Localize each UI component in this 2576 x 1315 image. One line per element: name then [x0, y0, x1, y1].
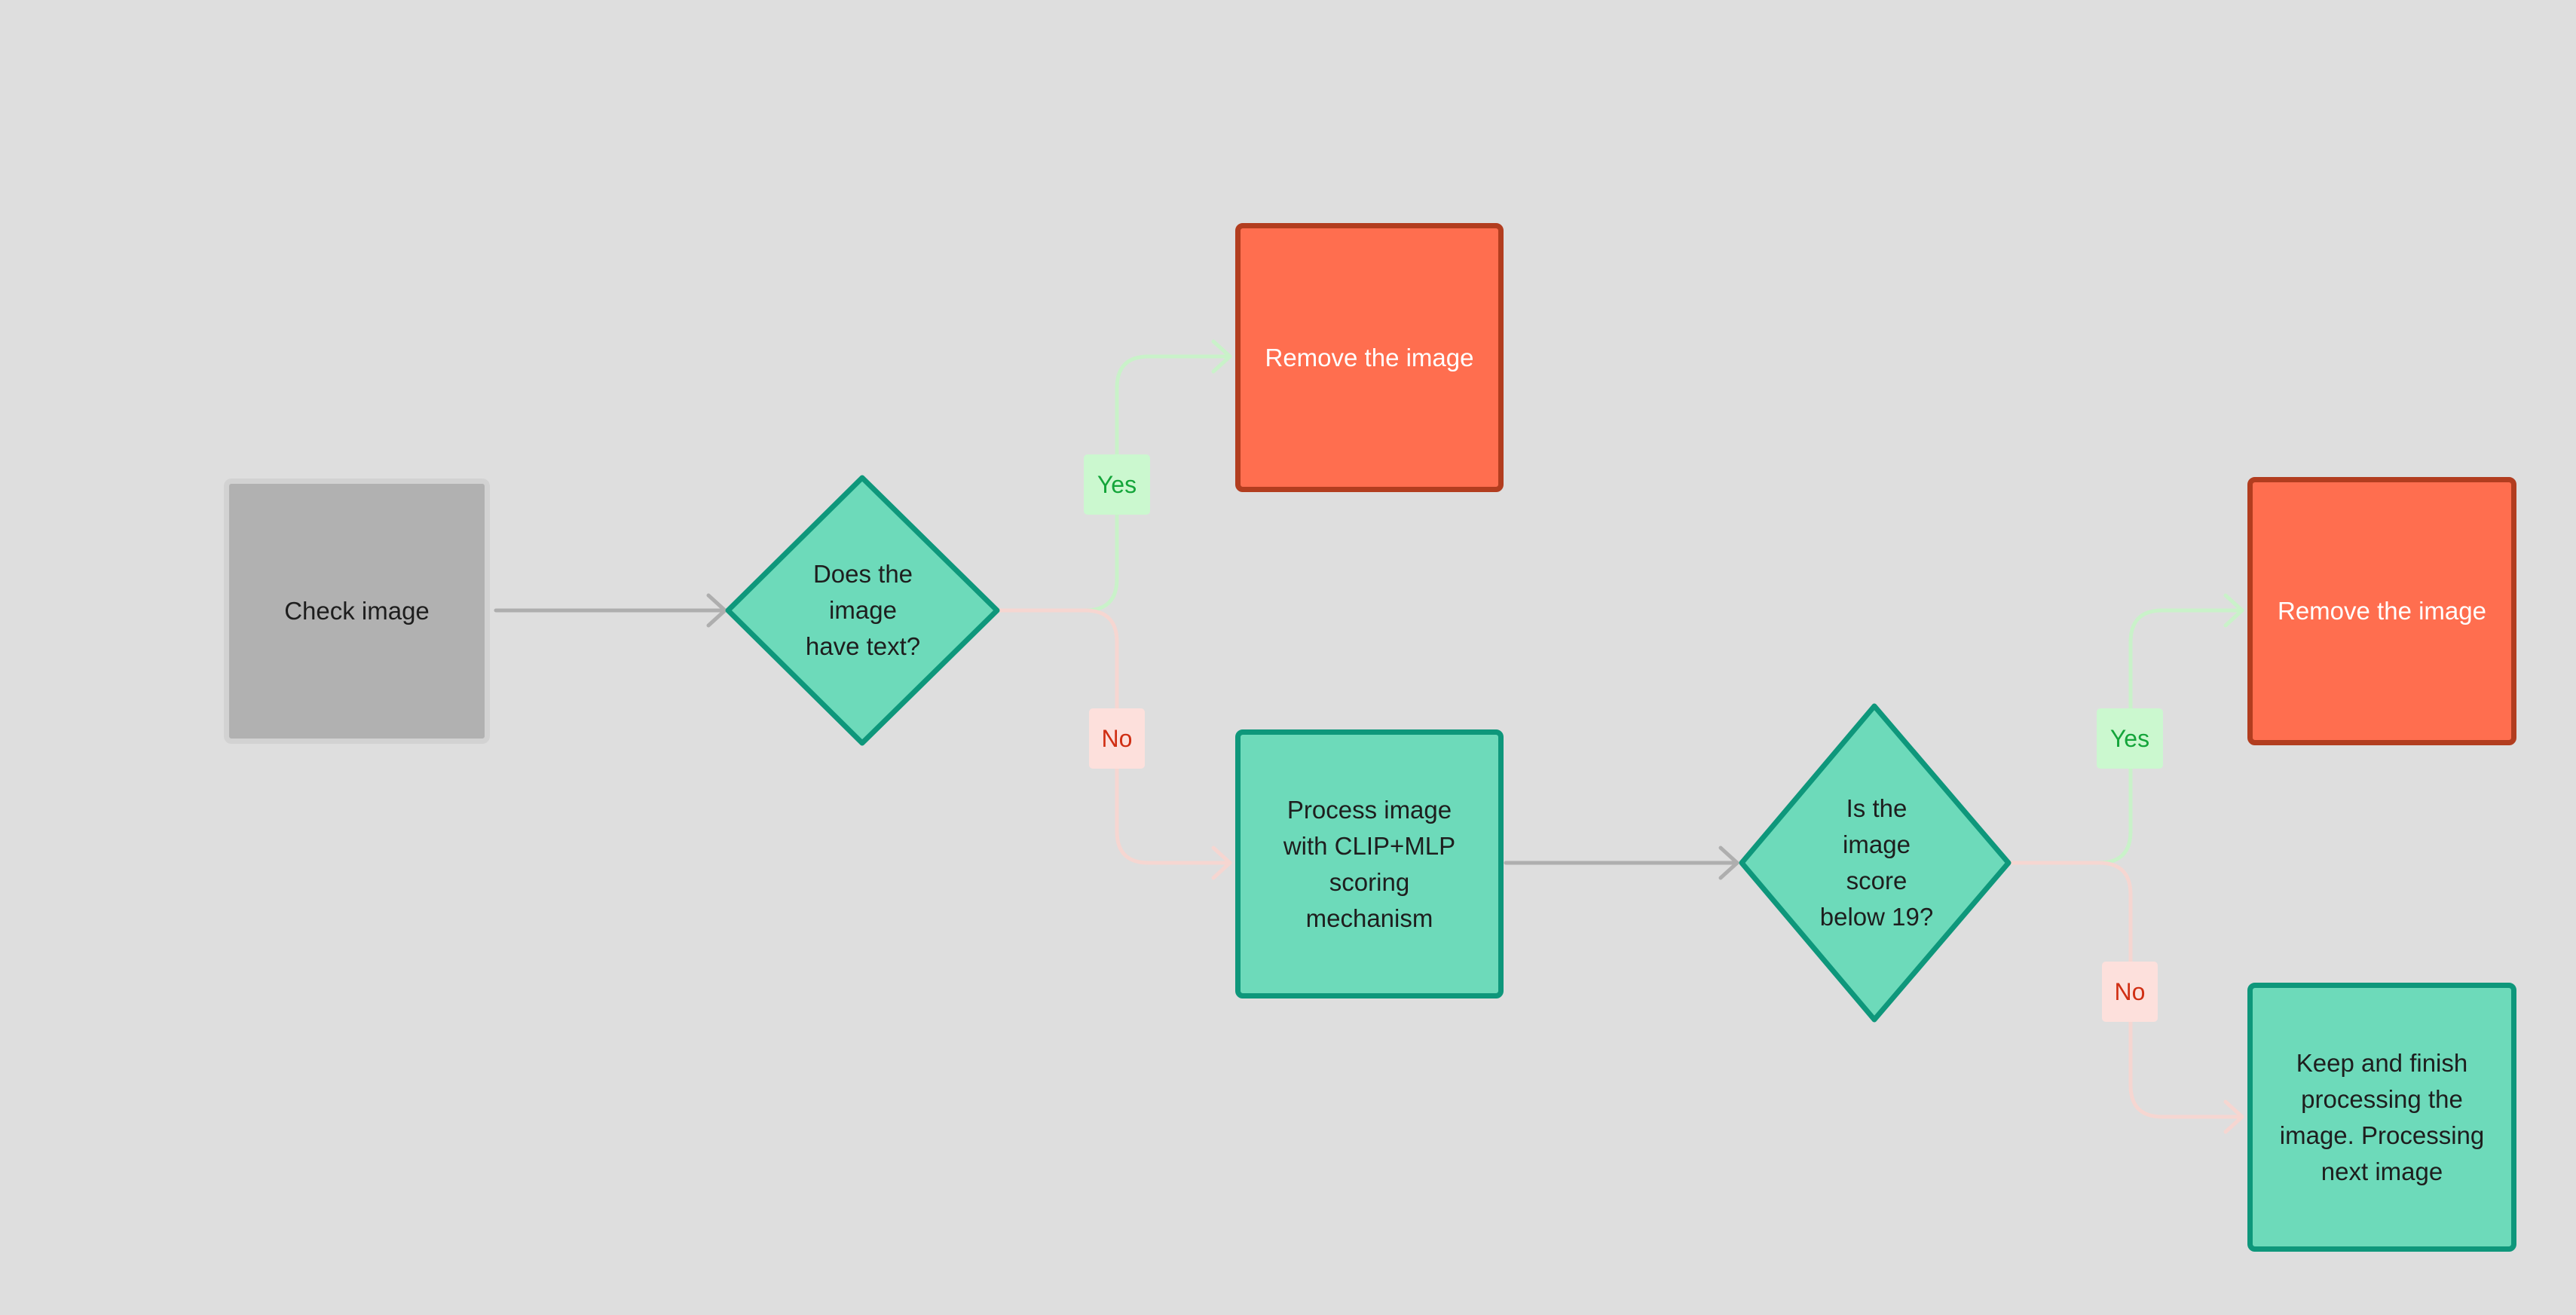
decision-has-text-label: Does the image have text?: [805, 560, 921, 660]
arrowhead-icon: [1211, 339, 1232, 374]
decision-score-shape[interactable]: [1739, 703, 2012, 1023]
node-label: Check image: [284, 597, 430, 625]
arrowhead-icon: [2223, 593, 2244, 628]
edge-label-yes: Yes: [2097, 708, 2163, 769]
node-label: Remove the image: [1265, 343, 1474, 372]
decision-has-text-shape[interactable]: [725, 475, 1000, 746]
edge-label-yes: Yes: [1084, 454, 1150, 515]
node-remove-image-2[interactable]: Remove the image: [2247, 477, 2516, 745]
node-keep-finish[interactable]: Keep and finish processing the image. Pr…: [2247, 983, 2516, 1252]
node-label: Process image with CLIP+MLP scoring mech…: [1283, 795, 1456, 932]
arrowhead-icon: [1718, 846, 1739, 880]
edge-label-no: No: [2102, 962, 2158, 1022]
decision-score-label: Is the image score below 19?: [1819, 794, 1934, 931]
arrowhead-icon: [1211, 846, 1232, 880]
node-label: Keep and finish processing the image. Pr…: [2279, 1048, 2485, 1185]
arrowhead-icon: [2223, 1099, 2244, 1134]
node-check-image[interactable]: Check image: [224, 479, 490, 744]
arrowhead-icon: [706, 593, 727, 628]
edge-label-no: No: [1089, 708, 1145, 769]
node-process-clip[interactable]: Process image with CLIP+MLP scoring mech…: [1235, 729, 1504, 998]
node-remove-image-1[interactable]: Remove the image: [1235, 223, 1504, 492]
node-label: Remove the image: [2278, 597, 2486, 625]
